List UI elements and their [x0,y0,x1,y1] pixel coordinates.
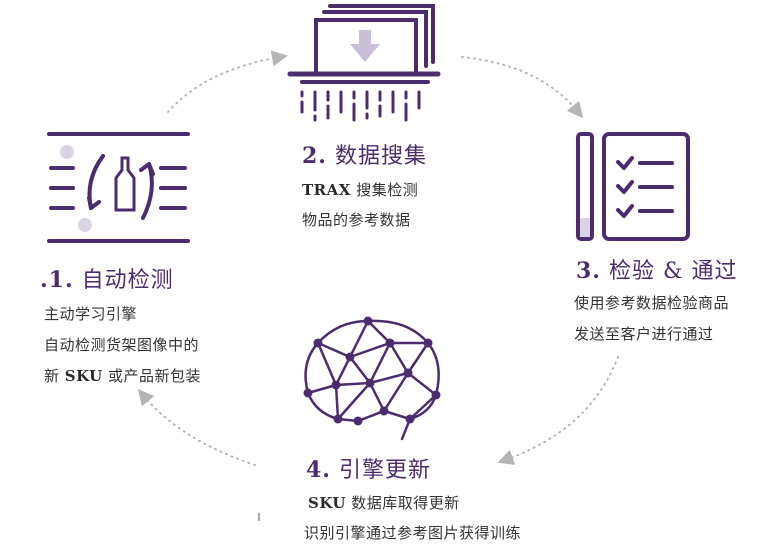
step4-title: 4. 引擎更新 [306,452,431,484]
step3-number: 3. [576,258,601,284]
step1-sku: SKU [64,367,103,385]
brain-network-icon [303,316,441,441]
step1-line3-a: 新 [44,367,60,385]
arrow-4-to-1 [137,388,256,466]
step1-heading: 自动检测 [81,268,174,293]
step1-line3-c: 或产品新包装 [108,367,202,385]
step2-heading: 数据搜集 [334,144,427,169]
step3-line1: 使用参考数据检验商品 [574,294,730,312]
checklist-icon [576,132,690,241]
step4-line2: 识别引擎通过参考图片获得训练 [304,524,522,542]
step4-line1: SKU 数据库取得更新 [308,489,460,518]
step4-heading: 引擎更新 [338,458,431,483]
arrow-2-to-3 [461,56,584,119]
step2-title: 2. 数据搜集 [302,138,427,170]
step1-line1: 主动学习引擎 [44,305,138,323]
step1-title: .1. 自动检测 [40,262,174,294]
step4-sku: SKU [308,494,346,512]
step4-line1-b: 数据库取得更新 [351,494,460,512]
step1-number: .1. [40,267,74,293]
shredder-download-icon [287,4,441,122]
step3-heading: 检验 & 通过 [608,259,738,284]
step2-number: 2. [302,143,327,169]
step2-line2: 物品的参考数据 [302,211,411,229]
recycle-bottle-icon [47,132,190,243]
step2-line1: TRAX 搜集检测 [302,176,418,205]
step1-line2: 自动检测货架图像中的 [44,336,200,354]
step3-title: 3. 检验 & 通过 [576,253,738,285]
step2-trax: TRAX [302,181,351,199]
arrow-1-to-2 [167,50,288,113]
step4-number: 4. [306,457,331,483]
step1-line3: 新 SKU 或产品新包装 [44,362,201,391]
step2-line1-b: 搜集检测 [356,181,419,199]
arrow-3-to-4 [497,356,619,465]
step3-line2: 发送至客户进行通过 [574,325,714,343]
